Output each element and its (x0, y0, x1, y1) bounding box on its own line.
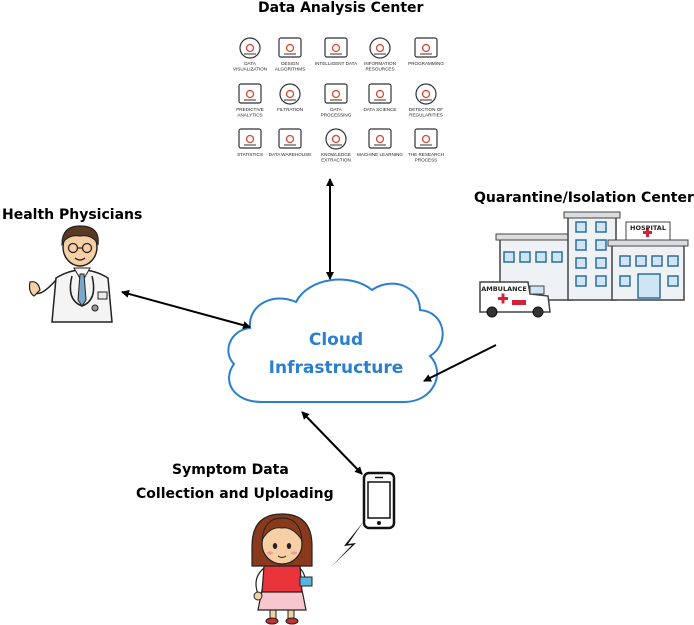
icon-caption: PROCESSING (321, 113, 352, 118)
cloud-icon (227, 278, 444, 403)
icon-caption: DATA (330, 107, 343, 112)
icon-caption: ANALYTICS (237, 113, 262, 118)
wireless-signal-icon (332, 521, 364, 566)
doctor-icon (28, 225, 113, 323)
icon-caption: ALGORITHMS (275, 67, 305, 72)
symptom-title-line1: Symptom Data (172, 462, 289, 478)
hospital-sign-text: HOSPITAL (630, 224, 666, 232)
arrow-physician-cloud (121, 289, 251, 330)
filtration-icon: FILTRATION (277, 83, 303, 112)
cloud-label-line1: Cloud (309, 330, 363, 350)
icon-caption: PROGRAMMING (408, 61, 444, 66)
icon-caption: DATA (244, 61, 257, 66)
quarantine-center-title: Quarantine/Isolation Center (474, 190, 694, 206)
icon-caption: DATA SCIENCE (363, 107, 396, 112)
icon-caption: PROCESS (415, 158, 437, 163)
icon-caption: VISUALIZATION (233, 67, 267, 72)
icon-caption: DETECTION OF (409, 107, 443, 112)
arrow-quarantine-cloud (423, 344, 497, 382)
statistics-icon: STATISTICS (237, 128, 263, 157)
icon-caption: MACHINE LEARNING (357, 152, 403, 157)
machine-learning-icon: MACHINE LEARNING (357, 128, 403, 157)
icon-caption: INTELLIGENT DATA (315, 61, 358, 66)
icon-caption: KNOWLEDGE (321, 152, 351, 157)
programming-icon: PROGRAMMING (408, 37, 444, 66)
arrow-cloud-phone (301, 411, 363, 475)
icon-caption: EXTRACTION (321, 158, 351, 163)
ambulance-text: AMBULANCE (481, 285, 527, 293)
icon-caption: PREDICTIVE (236, 107, 264, 112)
data-analysis-icon-grid: DATAVISUALIZATIONDESIGNALGORITHMSINTELLI… (233, 37, 444, 163)
icon-caption: FILTRATION (277, 107, 303, 112)
data-analysis-center-title: Data Analysis Center (258, 0, 424, 16)
data-warehouse-icon: DATA WAREHOUSE (269, 128, 312, 157)
girl-icon (251, 513, 313, 625)
icon-caption: STATISTICS (237, 152, 263, 157)
icon-caption: DESIGN (281, 61, 299, 66)
icon-caption: THE RESEARCH (408, 152, 444, 157)
cloud-label-line2: Infrastructure (269, 358, 404, 378)
hospital-icon (479, 211, 689, 318)
health-physicians-title: Health Physicians (2, 207, 143, 223)
data-science-icon: DATA SCIENCE (363, 83, 397, 112)
icon-caption: INFORMATION (364, 61, 396, 66)
icon-caption: REGULARITIES (409, 113, 443, 118)
smartphone-icon (362, 471, 396, 530)
icon-caption: RESOURCES (365, 67, 394, 72)
intelligent-data-icon: INTELLIGENT DATA (315, 37, 358, 66)
symptom-title-line2: Collection and Uploading (136, 486, 334, 502)
icon-caption: DATA WAREHOUSE (269, 152, 312, 157)
